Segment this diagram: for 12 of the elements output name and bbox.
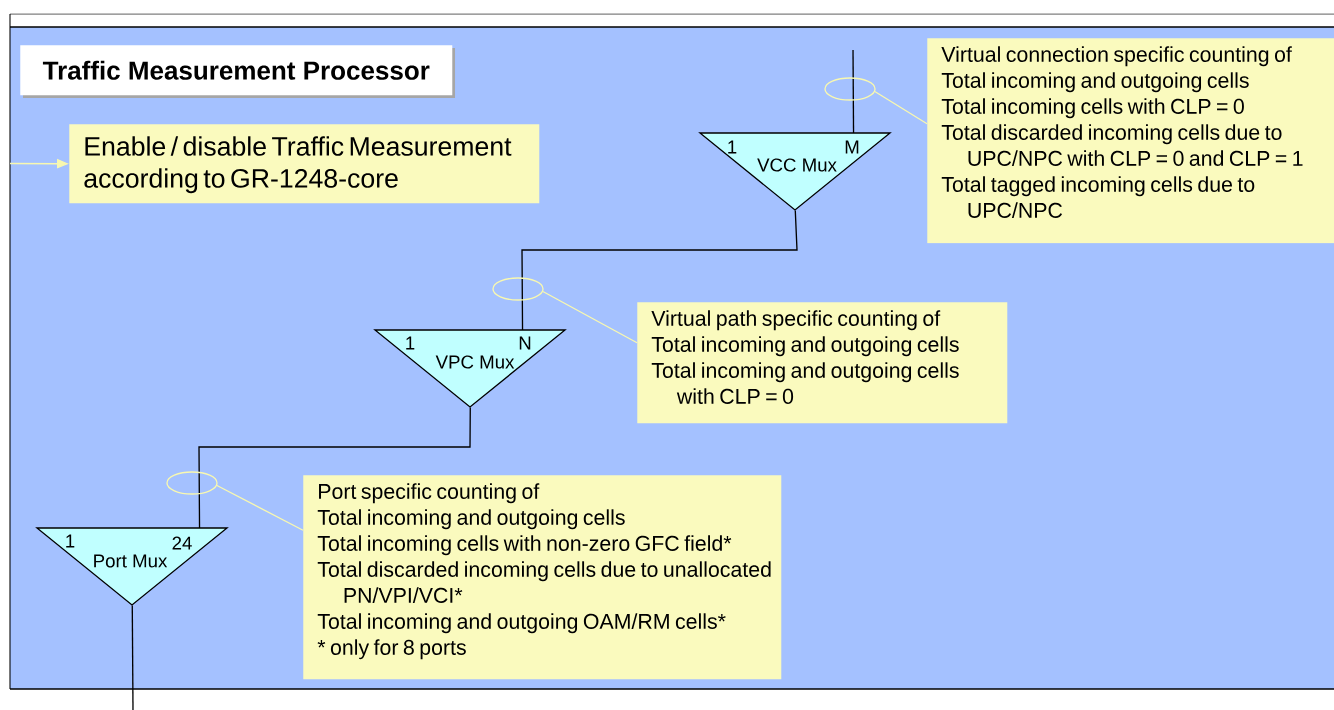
info-box: Enable / disable Traffic Measurement according to GR-1248-core xyxy=(69,124,540,204)
title-box: Traffic Measurement Processor xyxy=(20,45,455,98)
note-box: Port specific counting of Total incoming and outgoing cells Total incoming cells with non-zero GFC field* Total discarded incoming cells due to unallocated PN/VPI/VCI* Total incoming and outgoing OAM/RM cells* * only for 8 ports xyxy=(303,475,782,680)
leader-line xyxy=(824,77,928,125)
note-box: Virtual path specific counting of Total incoming and outgoing cells Total incoming and outgoing cells with CLP = 0 xyxy=(637,302,1008,424)
leader-line xyxy=(198,406,471,529)
leader-line xyxy=(131,604,134,710)
leader-line xyxy=(852,49,855,134)
leader-line xyxy=(492,277,638,344)
note-box: Virtual connection specific counting of Total incoming and outgoing cells Total incoming cells with CLP = 0 Total discarded incoming cells due to UPC/NPC with CLP = 0 and CLP = 1 Total tagged incoming cells due to UPC/NPC xyxy=(927,38,1334,244)
leader-line xyxy=(166,471,304,531)
leader-line xyxy=(521,209,798,331)
